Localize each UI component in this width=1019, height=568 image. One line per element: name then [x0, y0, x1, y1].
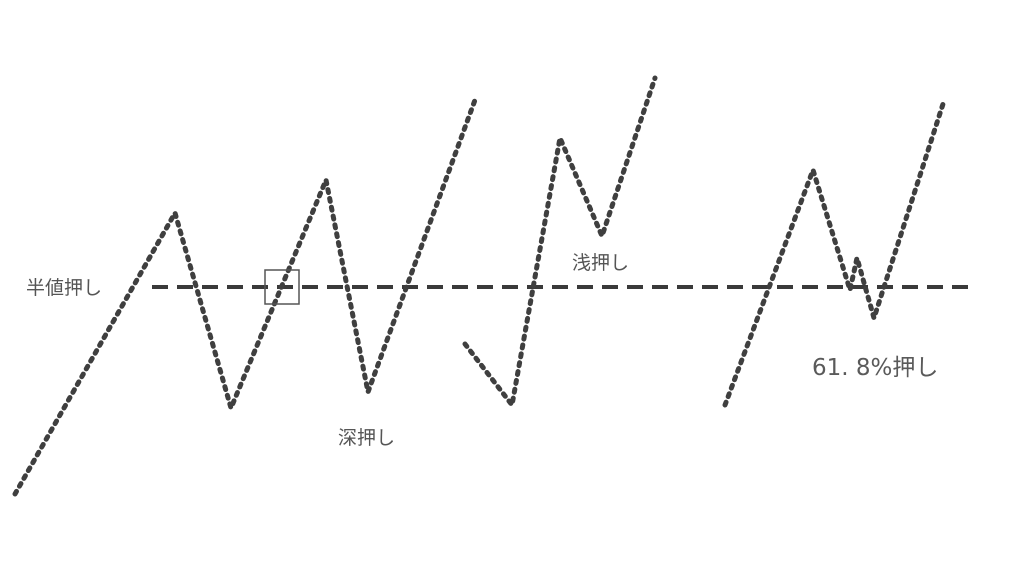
price-path-shallow-pullback — [462, 75, 658, 408]
label-half-retracement: 半値押し — [26, 277, 103, 299]
label-fib-618: 61. 8%押し — [812, 355, 939, 381]
label-shallow-pullback: 浅押し — [572, 252, 630, 274]
price-path-deep-pullback — [12, 97, 478, 497]
entry-marker-box — [264, 269, 300, 305]
price-path-fib-pullback — [722, 101, 946, 408]
label-deep-pullback: 深押し — [338, 427, 396, 449]
